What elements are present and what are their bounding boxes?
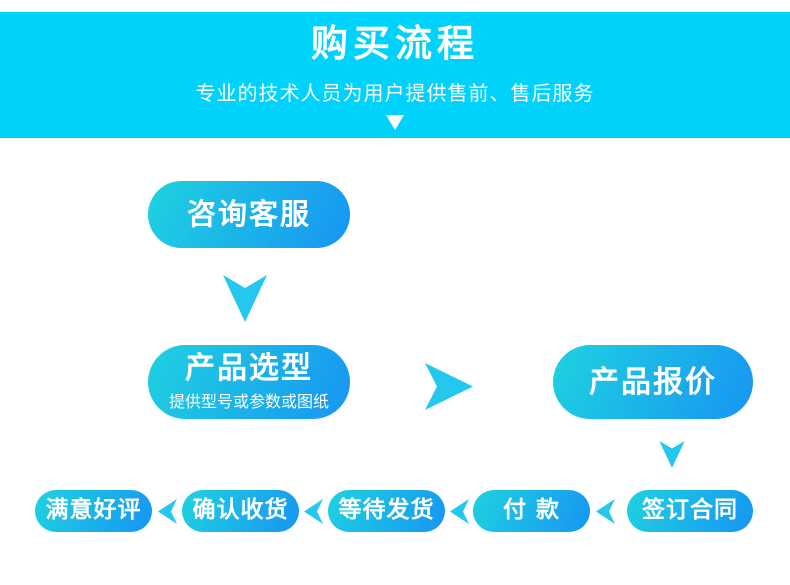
step-product-quote: 产品报价 xyxy=(553,345,753,419)
banner-pointer-down-icon xyxy=(386,115,404,130)
step-product-selection: 产品选型 提供型号或参数或图纸 xyxy=(148,345,350,419)
page-title: 购买流程 xyxy=(311,22,479,65)
step-consult-service: 咨询客服 xyxy=(148,181,350,248)
banner: 购买流程 专业的技术人员为用户提供售前、售后服务 xyxy=(0,12,790,138)
step-confirm-receipt: 确认收货 xyxy=(182,490,299,532)
step-label: 等待发货 xyxy=(338,497,435,524)
step-label: 签订合同 xyxy=(642,497,738,524)
step-label: 付 款 xyxy=(502,497,560,524)
step-await-shipment: 等待发货 xyxy=(328,490,445,532)
arrow-left-icon xyxy=(158,499,177,524)
step-label: 确认收货 xyxy=(192,497,289,524)
arrow-left-icon xyxy=(304,499,323,524)
step-label: 产品选型 xyxy=(185,351,313,386)
step-payment: 付 款 xyxy=(473,490,590,532)
arrow-right-icon xyxy=(425,363,473,410)
arrow-left-icon xyxy=(450,499,469,524)
arrow-down-icon xyxy=(659,441,685,468)
step-label: 满意好评 xyxy=(45,497,142,524)
step-positive-review: 满意好评 xyxy=(35,490,152,532)
step-label: 产品报价 xyxy=(589,364,717,400)
step-label: 咨询客服 xyxy=(186,196,311,231)
arrow-left-icon xyxy=(596,499,615,524)
step-note: 提供型号或参数或图纸 xyxy=(168,392,329,411)
step-sign-contract: 签订合同 xyxy=(627,490,753,532)
page-subtitle: 专业的技术人员为用户提供售前、售后服务 xyxy=(195,81,595,105)
arrow-down-icon xyxy=(223,275,267,322)
